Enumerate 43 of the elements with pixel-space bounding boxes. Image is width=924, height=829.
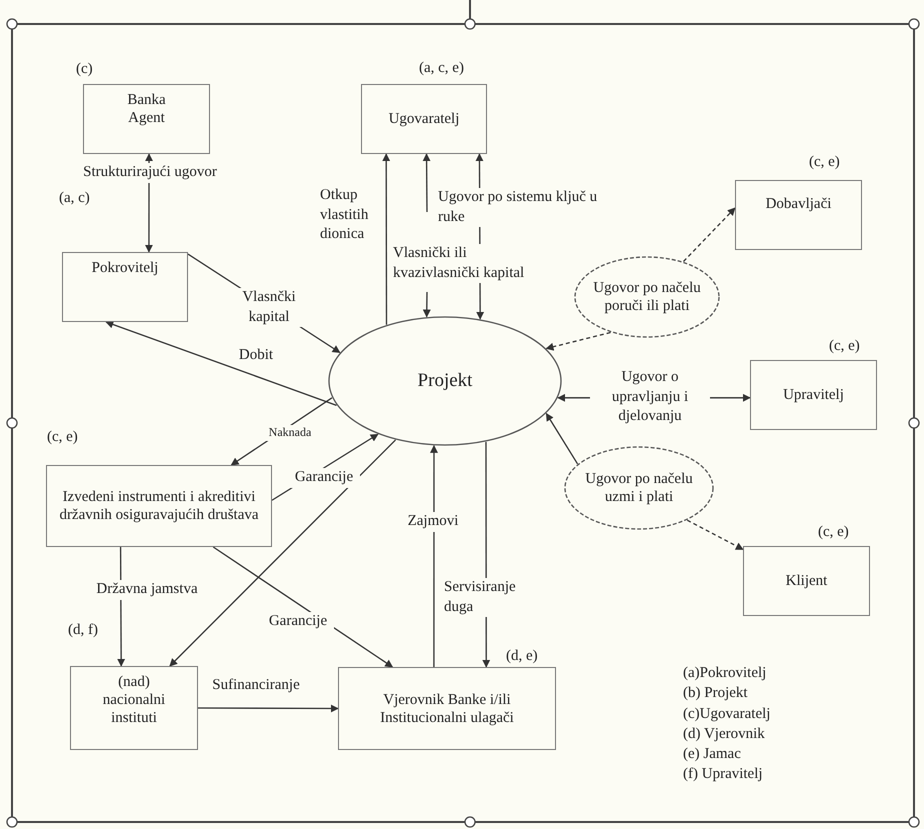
arrow bbox=[422, 153, 431, 212]
key-entry: (a)Pokrovitelj bbox=[683, 664, 768, 683]
arrow bbox=[546, 332, 611, 351]
node-text: Ugovaratelj bbox=[388, 110, 460, 128]
role-code: (c, e) bbox=[818, 523, 849, 541]
node-text: Vjerovnik Banke i/ili Institucionalni ulagači bbox=[379, 690, 515, 726]
arrow bbox=[683, 207, 736, 262]
node-text: Ugovor po načelu poruči ili plati bbox=[592, 279, 702, 315]
edge-label: Garancije bbox=[288, 468, 360, 488]
arrow bbox=[169, 439, 396, 667]
arrow bbox=[686, 520, 744, 550]
role-code: (d, f) bbox=[68, 621, 98, 639]
node-text: Pokrovitelj bbox=[92, 259, 158, 277]
node-text: (nad) nacionalni instituti bbox=[102, 673, 166, 727]
role-code: (c, e) bbox=[47, 428, 78, 446]
node-text: Banka Agent bbox=[126, 91, 167, 127]
role-code: (c) bbox=[76, 60, 93, 78]
project-ellipse bbox=[328, 316, 562, 446]
key-entry: (b) Projekt bbox=[683, 684, 749, 704]
key-entry: (c)Ugovaratelj bbox=[683, 704, 770, 724]
arrow bbox=[382, 153, 390, 325]
arrow bbox=[422, 292, 431, 318]
arrow bbox=[105, 320, 337, 406]
node-text: Upravitelj bbox=[783, 386, 844, 404]
role-code: (a, c) bbox=[59, 189, 90, 207]
role-code: (c, e) bbox=[829, 337, 860, 355]
contract-ellipse bbox=[564, 446, 714, 530]
role-code: (d, e) bbox=[506, 647, 538, 665]
arrow bbox=[546, 412, 578, 464]
key-entry: (e) Jamac bbox=[683, 745, 742, 764]
node-text: Klijent bbox=[786, 572, 828, 590]
key-entry: (f) Upravitelj bbox=[683, 765, 764, 784]
arrow bbox=[198, 704, 339, 712]
node-text: Dobavljači bbox=[766, 195, 832, 213]
role-code: (c, e) bbox=[809, 153, 840, 171]
node-text: Projekt bbox=[418, 370, 472, 392]
node-text: Izvedeni instrumenti i akreditivi državnih osiguravajućih društava bbox=[58, 488, 260, 524]
node-text: Ugovor po načelu uzmi i plati bbox=[584, 470, 694, 506]
arrow bbox=[430, 444, 438, 667]
edge-label: Ugovor o upravljanju i djelovanju bbox=[590, 368, 710, 426]
key-entry: (d) Vjerovnik bbox=[683, 724, 766, 744]
contract-ellipse bbox=[574, 256, 720, 338]
role-code: (a, c, e) bbox=[419, 59, 464, 77]
